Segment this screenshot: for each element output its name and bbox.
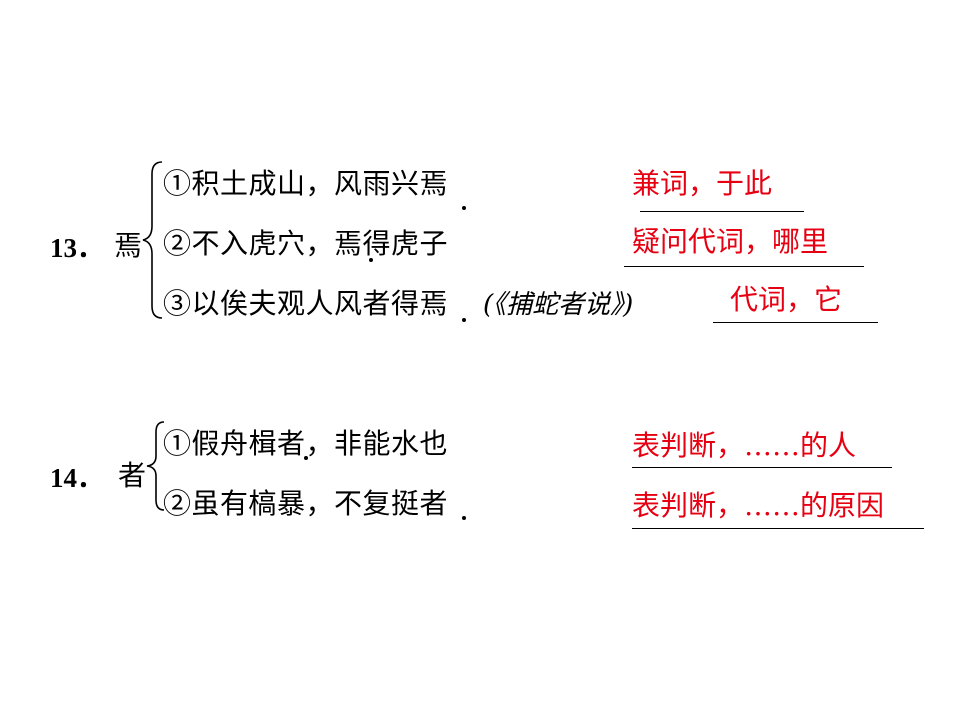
q13-item-3-source: (《捕蛇者说》)	[483, 290, 634, 320]
question-13-keyword: 焉	[114, 229, 143, 262]
q13-item-2: ②不入虎穴，焉得虎子	[163, 227, 449, 260]
q14-answer-1: 表判断，……的人	[632, 429, 857, 462]
question-13-brace	[142, 161, 163, 319]
emphasis-dot	[462, 206, 466, 210]
q13-answer-2: 疑问代词，哪里	[632, 225, 829, 258]
answer-underline	[624, 266, 864, 267]
emphasis-dot	[369, 258, 373, 262]
q13-answer-1: 兼词，于此	[632, 167, 773, 200]
question-14-keyword: 者	[118, 459, 147, 492]
answer-underline	[713, 322, 878, 323]
question-14-number: 14．	[50, 463, 104, 493]
emphasis-dot	[304, 456, 308, 460]
q13-item-1: ①积土成山，风雨兴焉	[163, 167, 449, 200]
answer-underline	[640, 211, 804, 212]
q14-answer-2: 表判断，……的原因	[632, 489, 885, 522]
emphasis-dot	[462, 516, 466, 520]
answer-underline	[632, 467, 892, 468]
q14-item-2: ②虽有槁暴，不复挺者	[163, 487, 449, 520]
q13-answer-3: 代词，它	[730, 283, 843, 316]
q13-item-3: ③以俟夫观人风者得焉	[163, 287, 449, 320]
question-13-number: 13．	[50, 233, 104, 263]
emphasis-dot	[462, 318, 466, 322]
q14-item-1: ①假舟楫者，非能水也	[163, 427, 449, 460]
question-14-brace	[146, 421, 165, 511]
answer-underline	[632, 528, 924, 529]
